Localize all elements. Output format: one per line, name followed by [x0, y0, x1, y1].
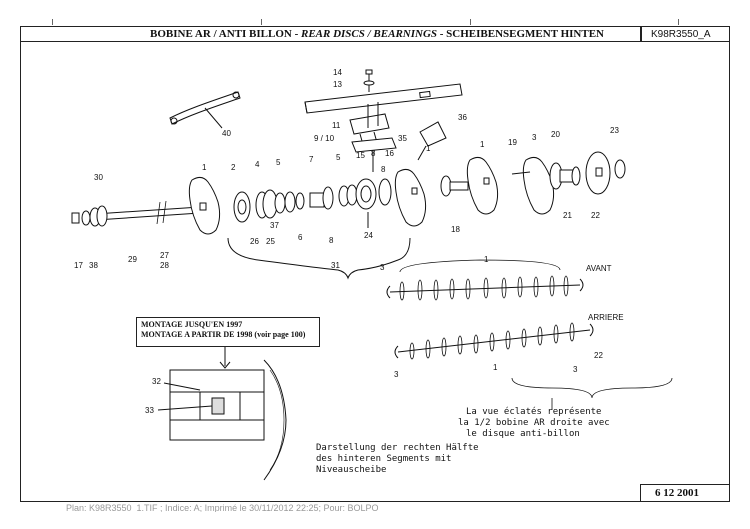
part-number: 6	[298, 233, 303, 242]
disc-left	[188, 176, 221, 235]
title-divider	[640, 26, 642, 42]
part-number: 1	[426, 144, 431, 153]
part-number: 11	[332, 121, 341, 130]
part-number: 15	[356, 151, 365, 160]
part-number: 13	[333, 80, 342, 89]
part-number: 19	[508, 138, 517, 147]
part-number: 40	[222, 129, 231, 138]
bearing-group	[255, 150, 392, 228]
scan-tick	[678, 19, 679, 25]
plate	[351, 137, 397, 153]
part-number: 27	[160, 251, 169, 260]
part-number: 17	[74, 261, 83, 270]
drawing-frame	[20, 26, 730, 502]
end-bearing	[614, 159, 626, 179]
part-number: 29	[128, 255, 137, 264]
part-number: 7	[309, 155, 314, 164]
part-number: 35	[398, 134, 407, 143]
note-fr-line: le disque anti-billon	[466, 429, 580, 439]
part-number: 31	[331, 261, 340, 270]
part-number: 14	[333, 68, 342, 77]
left-nut-stack	[71, 205, 108, 227]
part-number: 23	[610, 126, 619, 135]
page-title: BOBINE AR / ANTI BILLON - REAR DISCS / B…	[150, 28, 604, 40]
part-number: 16	[385, 149, 394, 158]
bracket-36	[419, 121, 447, 147]
note-de-line: Darstellung der rechten Hälfte	[316, 443, 479, 453]
part-number: 3	[394, 370, 399, 379]
part-number: 33	[145, 406, 154, 415]
part-number: 5	[336, 153, 341, 162]
part-number: 3	[380, 263, 385, 272]
assembly-avant	[386, 259, 584, 301]
part-number: 24	[364, 231, 373, 240]
note-de-line: Niveauscheibe	[316, 465, 386, 475]
disc-middle	[394, 168, 427, 227]
part-number: 25	[266, 237, 275, 246]
assembly-arriere	[394, 322, 673, 410]
part-number: 1	[484, 255, 489, 264]
hub-18	[440, 175, 469, 197]
label-avant: AVANT	[586, 264, 612, 273]
part-number: 26	[250, 237, 259, 246]
part-number: 30	[94, 173, 103, 182]
montage-note-box: MONTAGE JUSQU'EN 1997 MONTAGE A PARTIR D…	[136, 317, 320, 347]
note-fr-line: La vue éclatés représente	[466, 406, 601, 417]
title-bar	[20, 26, 730, 42]
part-number: 8	[381, 165, 386, 174]
date-box	[640, 484, 730, 502]
part-number: 28	[160, 261, 169, 270]
hub-20-21	[549, 162, 581, 190]
part-number: 22	[594, 351, 603, 360]
disc-right	[466, 156, 499, 215]
scan-tick	[52, 19, 53, 25]
part-number: 37	[270, 221, 279, 230]
spool-2	[233, 191, 251, 223]
part-number: 3	[532, 133, 537, 142]
note-fr-line: la 1/2 bobine AR droite avec	[458, 418, 610, 428]
frame-bar	[304, 83, 463, 114]
drawing-reference: K98R3550_A	[651, 29, 711, 40]
part-number: 18	[451, 225, 460, 234]
flange-22	[585, 151, 611, 195]
drawing-date: 6 12 2001	[655, 487, 699, 499]
disc-3	[511, 156, 555, 215]
part-number: 8	[329, 236, 334, 245]
scan-tick	[470, 19, 471, 25]
montage-note-line: MONTAGE A PARTIR DE 1998 (voir page 100)	[141, 330, 306, 339]
part-number: 1	[493, 363, 498, 372]
part-number: 8	[371, 149, 376, 158]
scan-tick	[261, 19, 262, 25]
main-shaft	[94, 200, 201, 225]
part-number: 1	[202, 163, 207, 172]
montage-note-line: MONTAGE JUSQU'EN 1997	[141, 320, 243, 329]
top-bolt	[363, 69, 375, 92]
part-number: 38	[89, 261, 98, 270]
part-number: 2	[231, 163, 236, 172]
part-number: 36	[458, 113, 467, 122]
part-number: 21	[563, 211, 572, 220]
part-number: 32	[152, 377, 161, 386]
part-number: 3	[573, 365, 578, 374]
inset-detail	[157, 347, 287, 481]
part-number: 4	[255, 160, 260, 169]
part-number: 22	[591, 211, 600, 220]
part-number: 5	[276, 158, 281, 167]
part-number: 1	[480, 140, 485, 149]
label-arriere: ARRIERE	[588, 313, 624, 322]
part-number: 20	[551, 130, 560, 139]
note-de-line: des hinteren Segments mit	[316, 454, 451, 464]
part-number: 9 / 10	[314, 134, 335, 143]
print-footer: Plan: K98R3550_1.TIF ; Indice: A; Imprim…	[66, 503, 379, 512]
group-bracket	[227, 237, 411, 280]
